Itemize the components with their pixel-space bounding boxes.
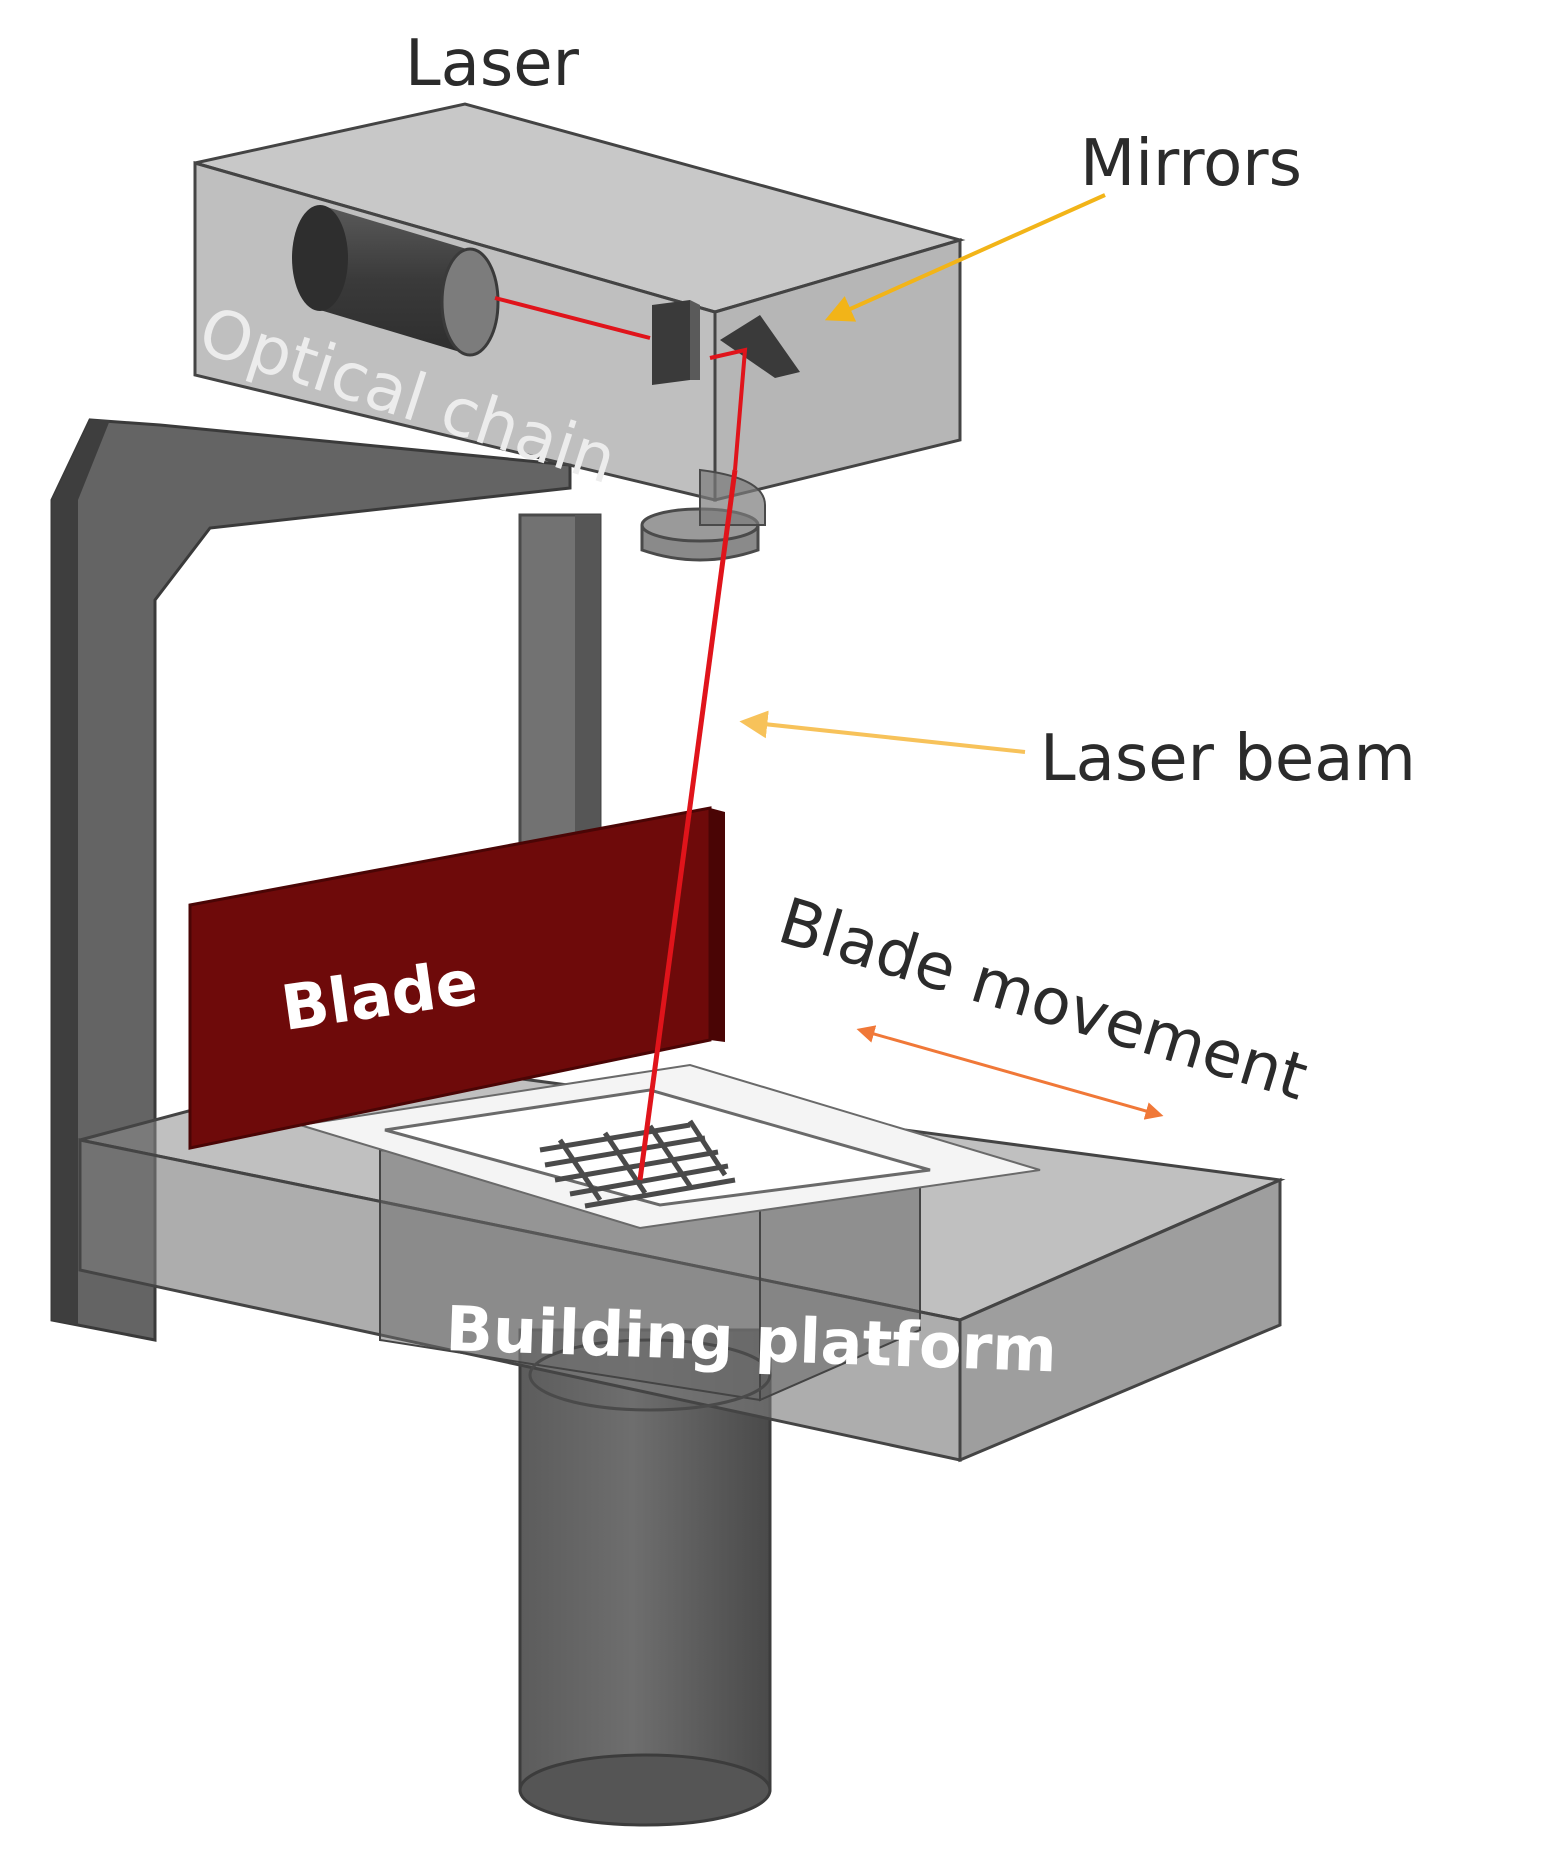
laser-beam <box>494 296 748 1181</box>
blade <box>188 806 725 1150</box>
mirrors <box>652 300 800 385</box>
mirrors-arrow <box>824 193 1106 322</box>
label-mirrors: Mirrors <box>1080 127 1302 201</box>
laser-beam-arrow <box>739 710 1026 754</box>
label-laser-beam: Laser beam <box>1040 722 1416 796</box>
powder-bed <box>299 1063 1041 1230</box>
laser-source <box>292 205 500 357</box>
printed-part <box>539 1119 736 1209</box>
blade-movement-arrow <box>856 1025 1164 1120</box>
label-laser: Laser <box>405 27 580 101</box>
